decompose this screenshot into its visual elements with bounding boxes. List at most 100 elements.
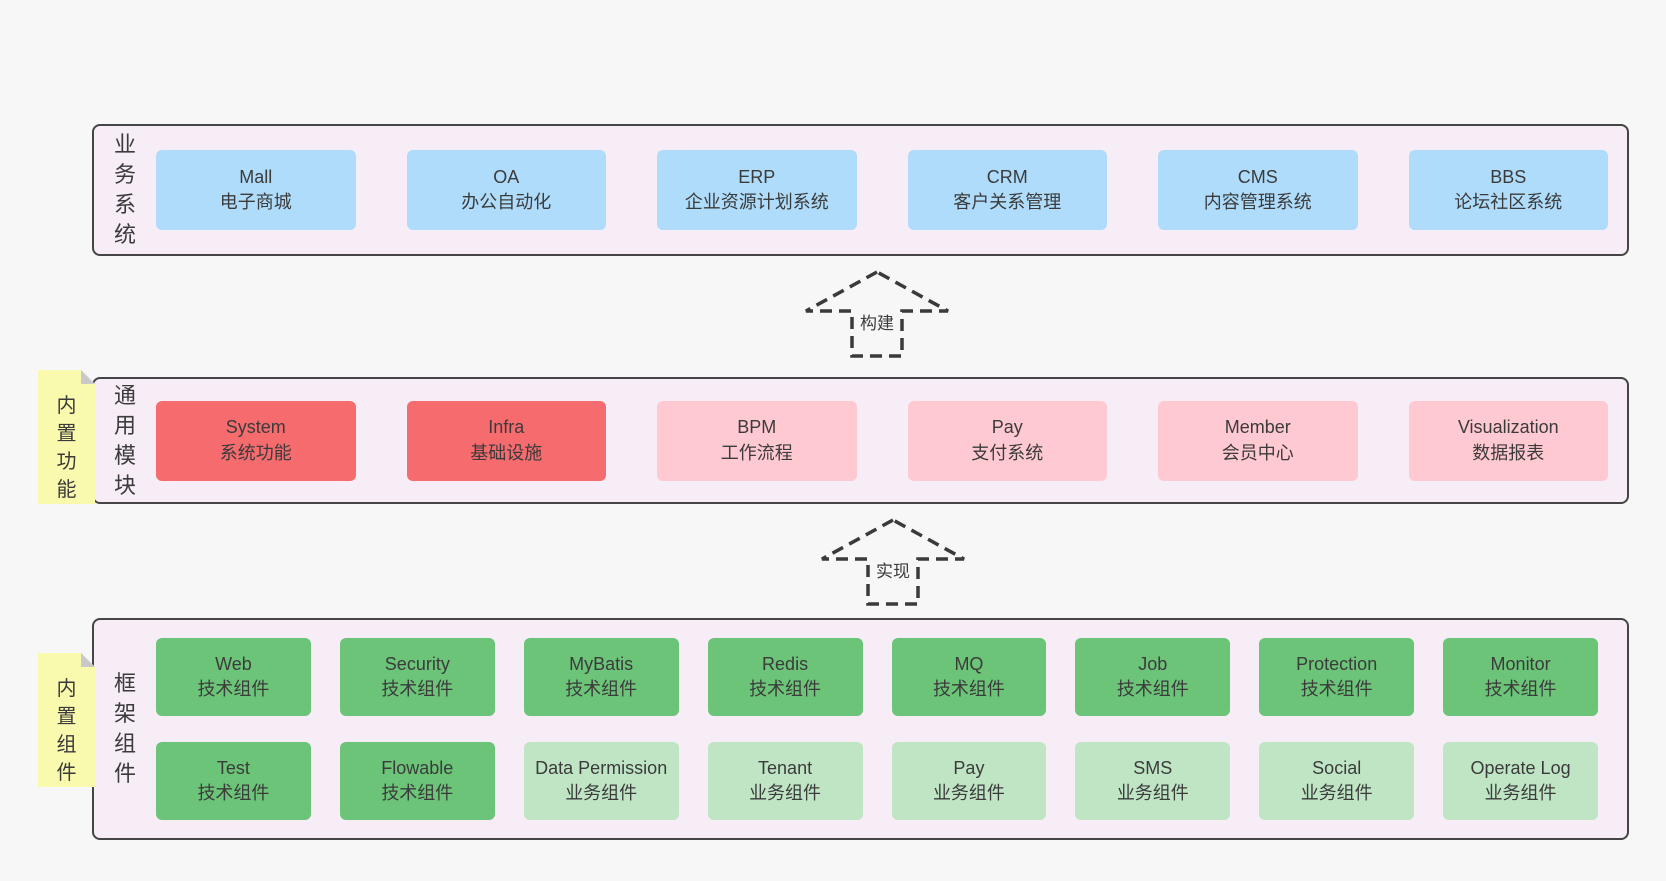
box-title: Test [216, 757, 250, 778]
box-title: MyBatis [569, 653, 634, 674]
box-sms: SMS 业务组件 [1075, 742, 1231, 820]
box-infra: Infra 基础设施 [406, 400, 606, 481]
box-title: Flowable [381, 757, 454, 778]
box-subtitle: 内容管理系统 [1203, 192, 1312, 212]
box-flowable: Flowable 技术组件 [339, 742, 495, 820]
sticky-note-label: 内 置 功 能 [56, 395, 77, 501]
box-title: Member [1224, 417, 1291, 438]
box-web: Web 技术组件 [156, 638, 311, 716]
box-mybatis: MyBatis 技术组件 [523, 638, 679, 716]
box-title: ERP [738, 166, 776, 187]
box-operate-log: Operate Log 业务组件 [1443, 742, 1598, 820]
box-subtitle: 业务组件 [1116, 783, 1189, 803]
layer-label-business-systems: 业 务 系 统 [113, 132, 136, 247]
component-boxes-stack: Web 技术组件 Security 技术组件 MyBatis 技术组件 Redi… [156, 620, 1627, 838]
box-subtitle: 技术组件 [565, 679, 638, 699]
box-subtitle: 业务组件 [932, 783, 1005, 803]
box-oa: OA 办公自动化 [406, 150, 606, 230]
box-title: BBS [1490, 166, 1527, 187]
box-subtitle: 数据报表 [1472, 442, 1545, 463]
box-title: CMS [1237, 166, 1278, 187]
box-title: Visualization [1457, 417, 1559, 438]
box-subtitle: 办公自动化 [461, 192, 552, 212]
box-subtitle: 技术组件 [1300, 679, 1373, 699]
arrow-implement-label: 实现 [871, 556, 915, 583]
box-subtitle: 电子商城 [219, 192, 292, 212]
box-test: Test 技术组件 [156, 742, 311, 820]
arrow-implement: 实现 [813, 516, 973, 608]
box-erp: ERP 企业资源计划系统 [657, 150, 857, 230]
box-subtitle: 技术组件 [749, 679, 822, 699]
box-subtitle: 工作流程 [720, 442, 793, 463]
sticky-note-builtin-features: 内 置 功 能 [38, 370, 95, 504]
box-subtitle: 会员中心 [1221, 442, 1294, 463]
box-title: CRM [986, 166, 1028, 187]
sticky-note-label: 内 置 组 件 [56, 678, 77, 784]
box-subtitle: 基础设施 [470, 442, 543, 463]
box-title: Protection [1296, 653, 1378, 674]
module-boxes-row: System 系统功能 Infra 基础设施 BPM 工作流程 Pay 支付系统… [156, 379, 1627, 502]
business-boxes-row: Mall 电子商城 OA 办公自动化 ERP 企业资源计划系统 CRM 客户关系… [156, 126, 1627, 254]
component-boxes-row-1: Web 技术组件 Security 技术组件 MyBatis 技术组件 Redi… [156, 638, 1598, 716]
box-bbs: BBS 论坛社区系统 [1408, 150, 1608, 230]
box-subtitle: 论坛社区系统 [1454, 192, 1563, 212]
box-title: Operate Log [1470, 757, 1571, 778]
box-title: Social [1312, 757, 1362, 778]
box-social: Social 业务组件 [1259, 742, 1415, 820]
box-subtitle: 系统功能 [219, 442, 292, 463]
layer-business-systems: 业 务 系 统 Mall 电子商城 OA 办公自动化 ERP 企业资源计划系统 … [92, 124, 1629, 256]
layer-label-common-modules: 通 用 模 块 [113, 382, 136, 498]
box-title: Redis [762, 653, 809, 674]
box-subtitle: 业务组件 [565, 783, 638, 803]
box-protection: Protection 技术组件 [1259, 638, 1415, 716]
box-subtitle: 技术组件 [197, 679, 270, 699]
arrow-build: 构建 [797, 268, 957, 360]
box-subtitle: 技术组件 [1116, 679, 1189, 699]
box-title: Tenant [758, 757, 813, 778]
box-subtitle: 业务组件 [749, 783, 822, 803]
box-mq: MQ 技术组件 [891, 638, 1047, 716]
box-title: MQ [954, 653, 984, 674]
box-visualization: Visualization 数据报表 [1408, 400, 1608, 481]
box-member: Member 会员中心 [1158, 400, 1358, 481]
box-title: Data Permission [535, 757, 668, 778]
box-subtitle: 技术组件 [197, 783, 270, 803]
box-system: System 系统功能 [156, 400, 356, 481]
box-subtitle: 企业资源计划系统 [684, 192, 829, 212]
arrow-build-label: 构建 [855, 308, 899, 335]
box-subtitle: 技术组件 [381, 679, 454, 699]
box-subtitle: 技术组件 [932, 679, 1005, 699]
sticky-note-builtin-components: 内 置 组 件 [38, 653, 95, 787]
box-tenant: Tenant 业务组件 [707, 742, 863, 820]
box-title: Monitor [1490, 653, 1551, 674]
box-title: Web [215, 653, 252, 674]
box-title: Mall [239, 166, 273, 187]
box-title: Infra [488, 417, 525, 438]
box-crm: CRM 客户关系管理 [907, 150, 1107, 230]
layer-label-framework-components: 框 架 组 件 [113, 671, 136, 786]
box-title: Security [384, 653, 450, 674]
layer-framework-components: 框 架 组 件 Web 技术组件 Security 技术组件 MyBatis 技… [92, 618, 1629, 840]
box-title: BPM [737, 417, 777, 438]
box-pay-system: Pay 支付系统 [907, 400, 1107, 481]
dashed-up-arrow-icon [805, 270, 949, 358]
component-boxes-row-2: Test 技术组件 Flowable 技术组件 Data Permission … [156, 742, 1598, 820]
box-subtitle: 技术组件 [381, 783, 454, 803]
box-title: Pay [953, 757, 985, 778]
box-title: SMS [1133, 757, 1173, 778]
box-bpm: BPM 工作流程 [657, 400, 857, 481]
box-title: Job [1138, 653, 1168, 674]
box-subtitle: 业务组件 [1300, 783, 1373, 803]
box-security: Security 技术组件 [339, 638, 495, 716]
box-subtitle: 支付系统 [971, 442, 1044, 463]
box-title: OA [493, 166, 520, 187]
box-pay-component: Pay 业务组件 [891, 742, 1047, 820]
box-data-permission: Data Permission 业务组件 [523, 742, 679, 820]
box-subtitle: 业务组件 [1484, 783, 1557, 803]
box-title: Pay [991, 417, 1023, 438]
box-title: System [225, 417, 286, 438]
box-job: Job 技术组件 [1075, 638, 1231, 716]
box-subtitle: 技术组件 [1484, 679, 1557, 699]
box-monitor: Monitor 技术组件 [1443, 638, 1598, 716]
